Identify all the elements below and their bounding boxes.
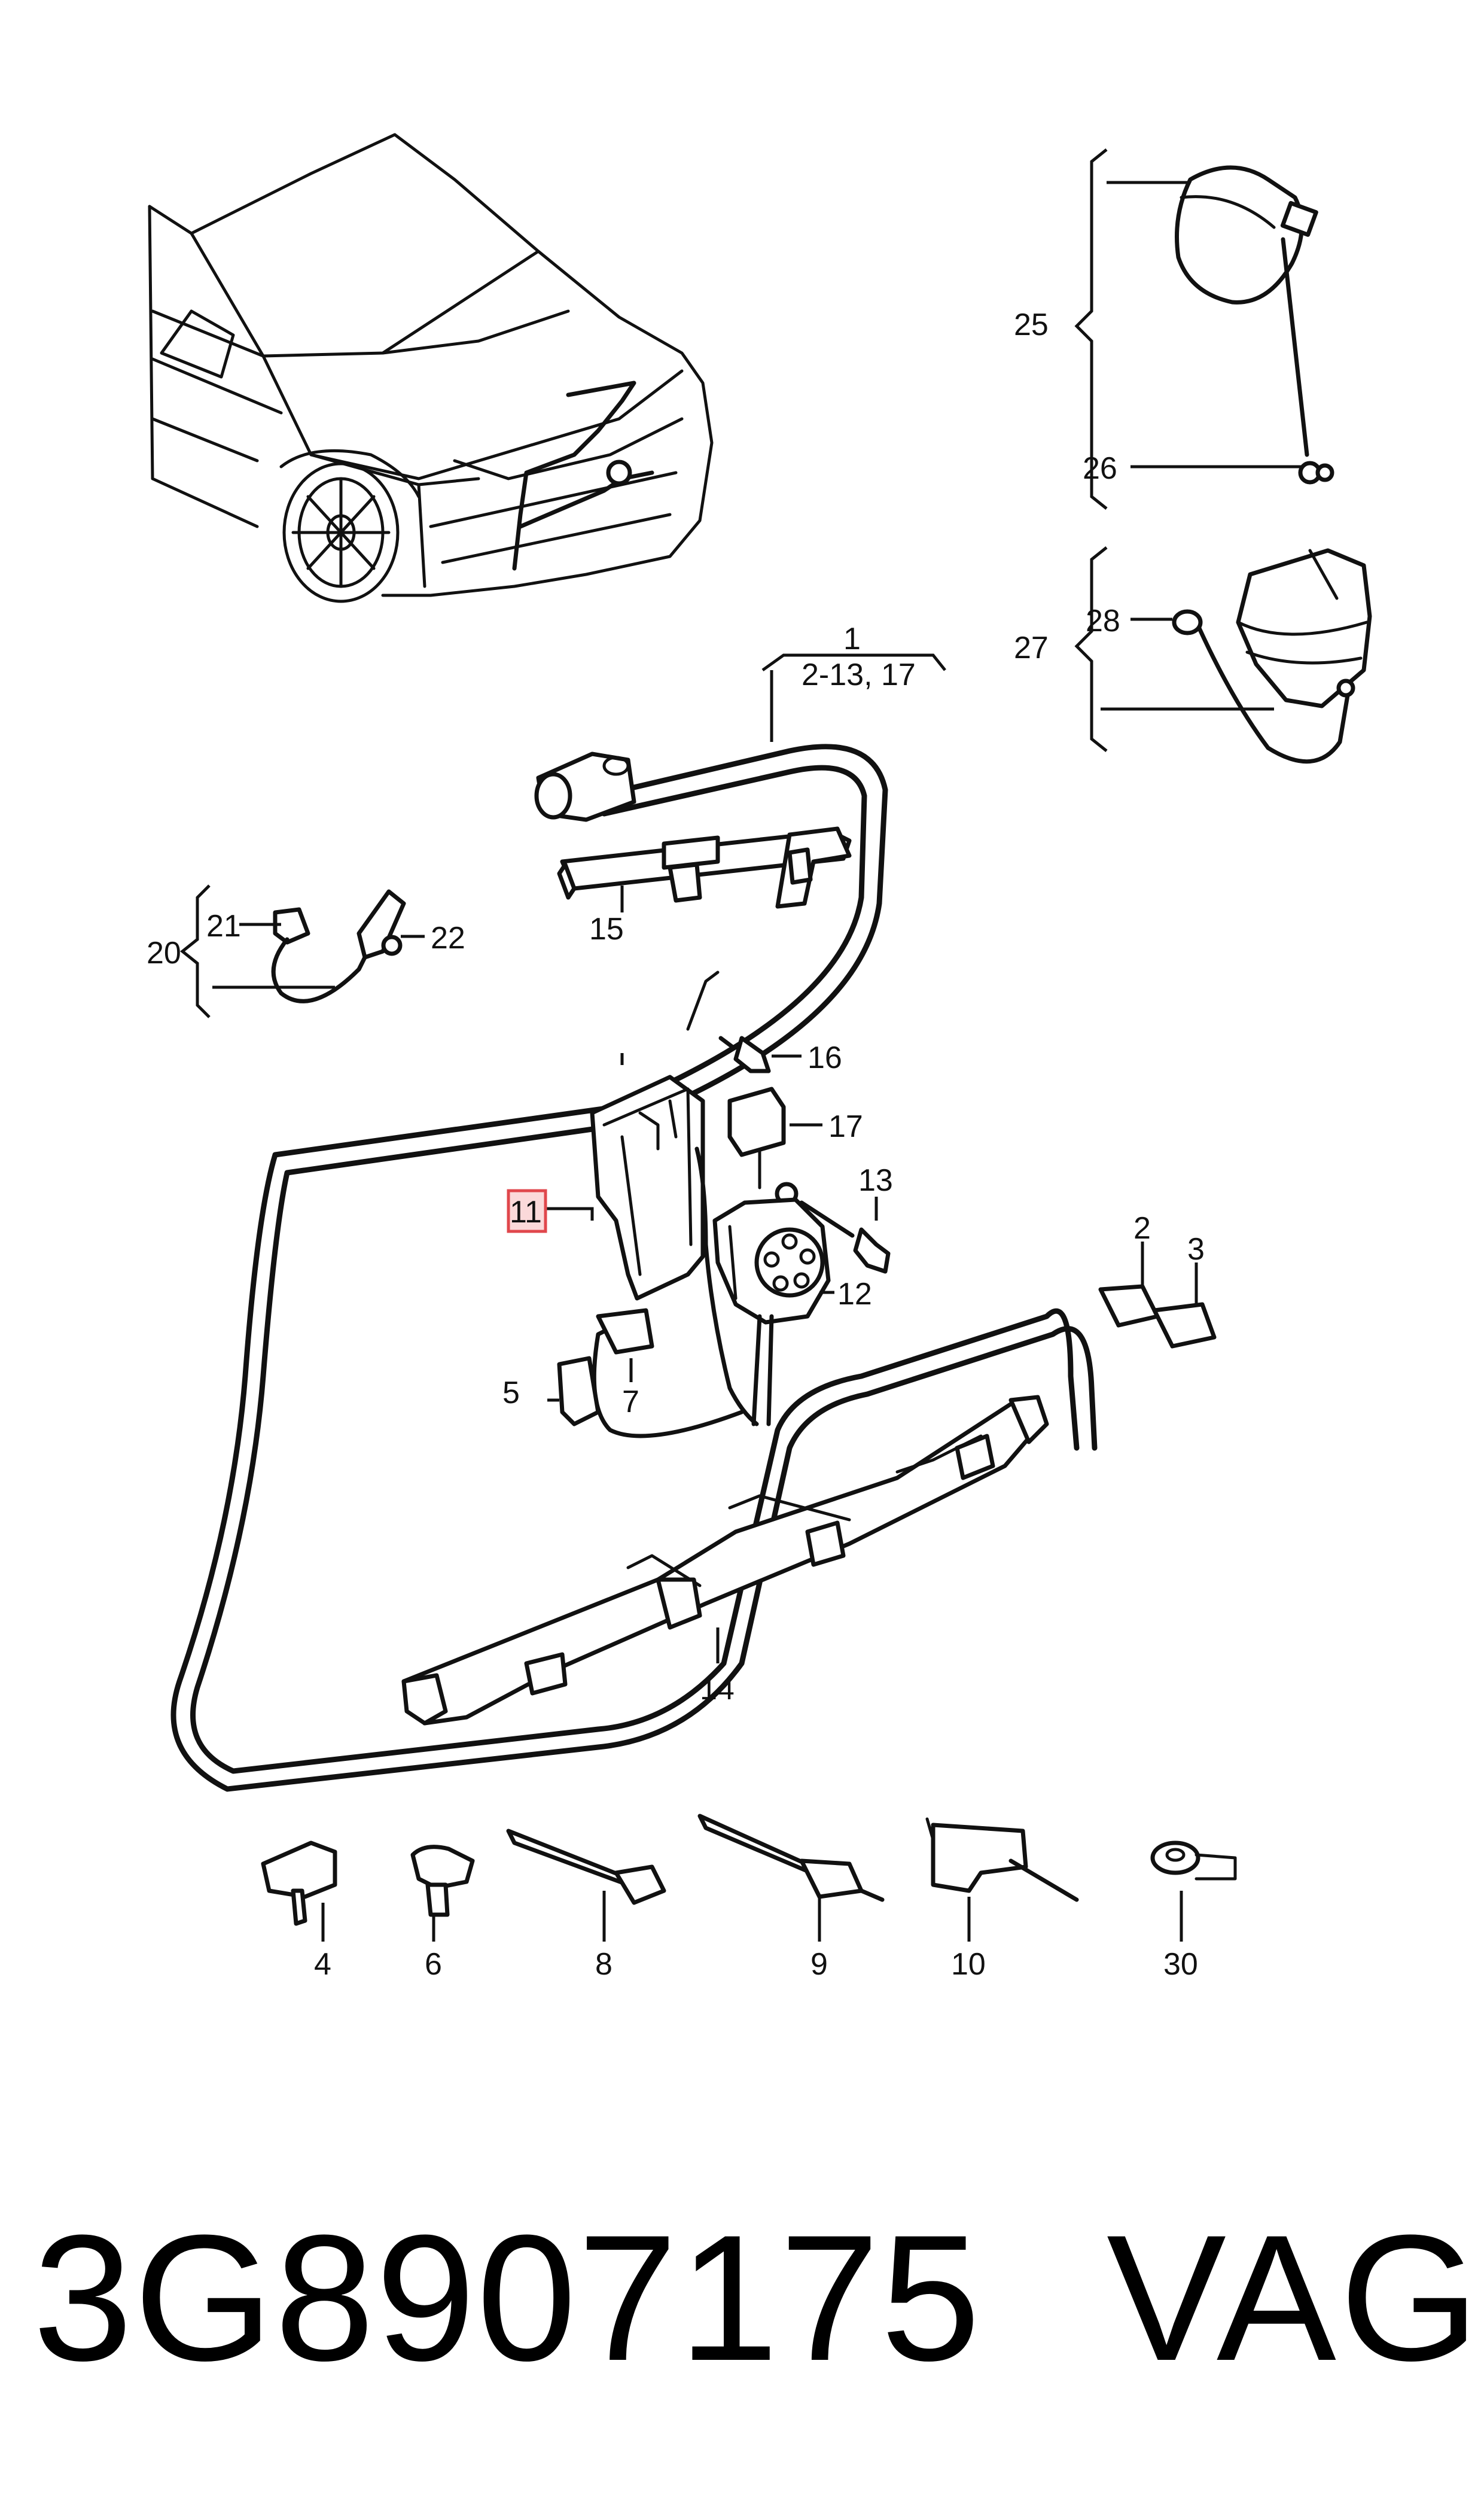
part-8-strap (506, 1829, 666, 1942)
label-8: 8 (595, 1947, 613, 1982)
label-28: 28 (1086, 604, 1120, 638)
brand-label: VAG (1107, 2197, 1483, 2398)
label-6: 6 (425, 1947, 442, 1982)
label-22: 22 (431, 921, 465, 956)
label-9: 9 (810, 1947, 828, 1982)
label-20: 20 (147, 936, 181, 971)
label-1: 1 (843, 622, 861, 656)
label-5: 5 (502, 1376, 520, 1410)
label-2: 2 (1133, 1211, 1151, 1246)
label-16: 16 (807, 1041, 842, 1075)
label-15: 15 (589, 912, 624, 947)
charge-cap-27 (1074, 546, 1372, 764)
harness-rail-14 (401, 1395, 1049, 1726)
label-11: 11 (510, 1195, 542, 1230)
label-25: 25 (1014, 308, 1049, 342)
label-layer: 1 2-13, 17 2 3 4 5 6 7 8 9 10 11 12 13 1… (147, 308, 1205, 1982)
label-21: 21 (206, 909, 241, 944)
label-3: 3 (1187, 1232, 1205, 1267)
label-26: 26 (1083, 451, 1117, 486)
car-illustration (148, 133, 714, 603)
leader-lines (263, 886, 878, 1663)
part-10-holder (925, 1817, 1079, 1942)
part-6-clip (410, 1845, 475, 1942)
charge-cap-25 (1074, 148, 1334, 510)
label-12: 12 (837, 1277, 872, 1312)
label-30: 30 (1163, 1947, 1198, 1982)
clips-2-3 (1098, 1242, 1217, 1349)
label-13: 13 (858, 1163, 893, 1198)
label-14: 14 (700, 1672, 735, 1706)
part-30-grommet (1150, 1840, 1237, 1942)
label-10: 10 (951, 1947, 986, 1982)
label-7: 7 (622, 1385, 639, 1419)
harness-group-1 (170, 653, 1098, 1792)
label-17: 17 (828, 1109, 863, 1144)
footer: 3G8907175 VAG (0, 2208, 1484, 2411)
charging-socket-assembly (557, 971, 891, 1438)
sensor-cable-20 (179, 884, 425, 1018)
label-11-highlight (507, 1189, 547, 1233)
label-4: 4 (314, 1947, 331, 1982)
part-number: 3G8907175 (33, 2197, 982, 2398)
part-4-clip (261, 1840, 337, 1942)
label-1-sub: 2-13, 17 (802, 658, 916, 692)
label-27: 27 (1014, 631, 1049, 665)
part-9-strap (697, 1814, 885, 1942)
